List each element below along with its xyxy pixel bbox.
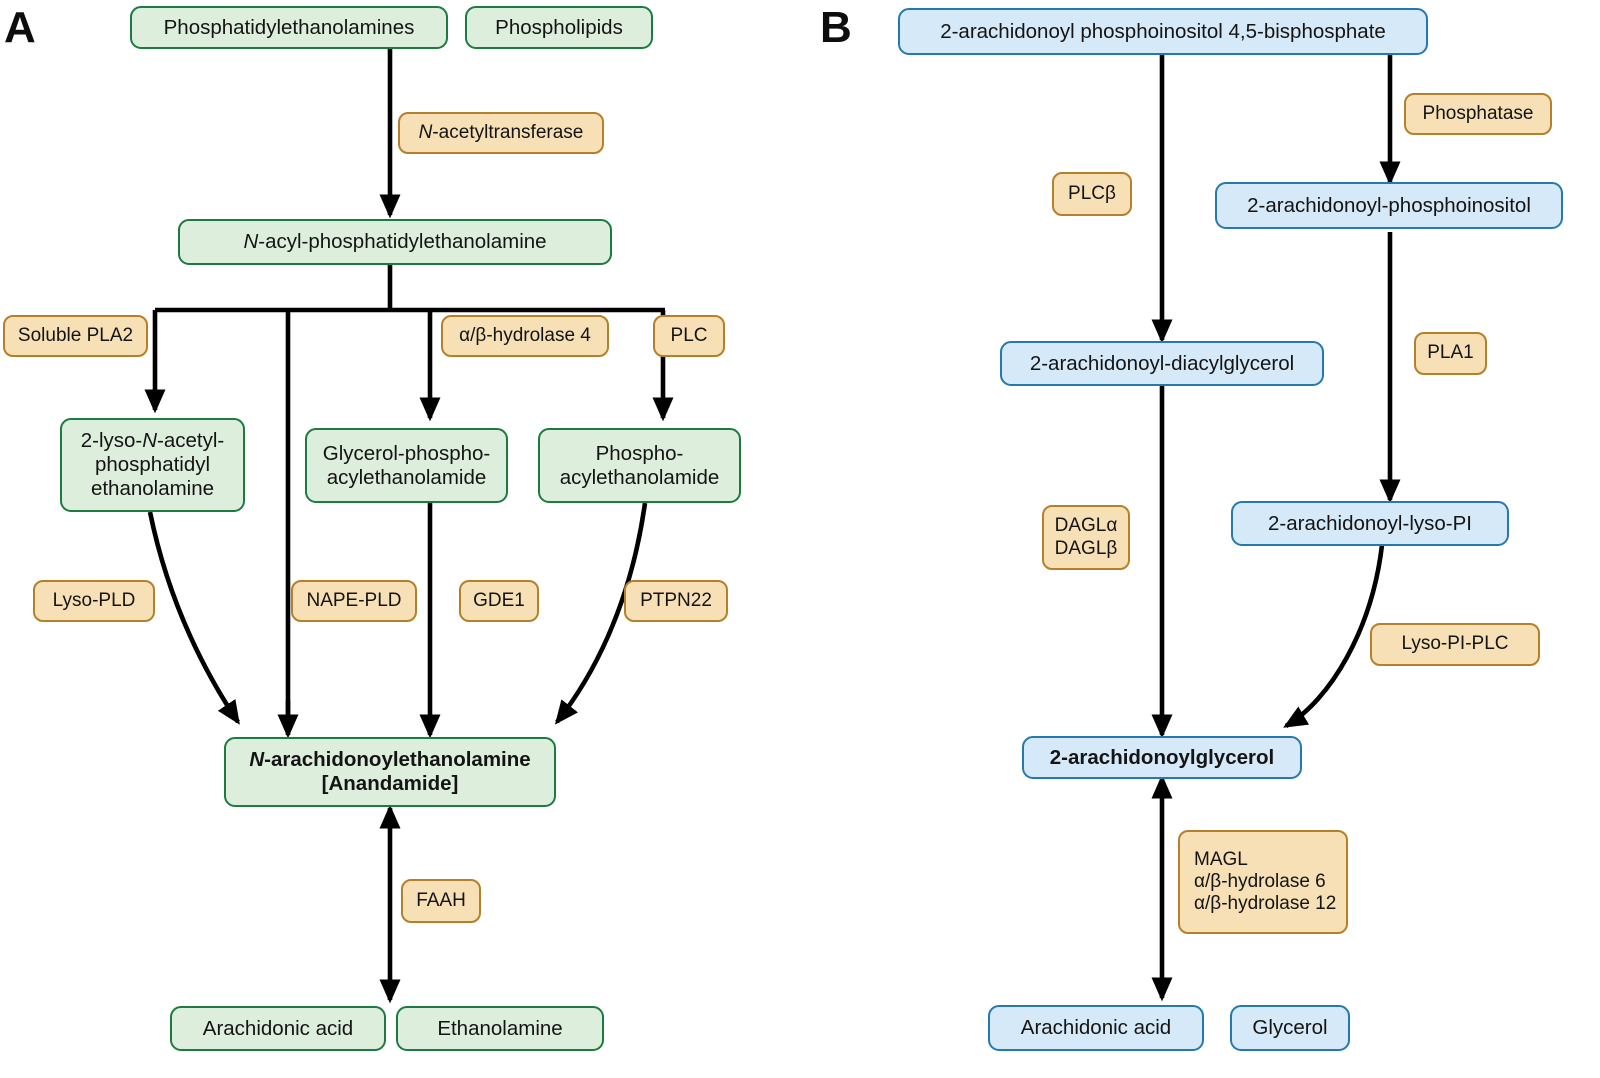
node-label: Arachidonic acid — [1020, 1016, 1172, 1039]
node-glycerol[interactable]: Glycerol — [1230, 1005, 1350, 1051]
enzyme-lyso-pi-plc[interactable]: Lyso-PI-PLC — [1370, 623, 1540, 666]
enzyme-plc[interactable]: PLC — [653, 315, 725, 357]
enzyme-label: Lyso-PI-PLC — [1401, 633, 1509, 655]
node-label: 2-arachidonoyl phosphoinositol 4,5-bisph… — [940, 19, 1386, 43]
enzyme-pla1[interactable]: PLA1 — [1414, 332, 1487, 375]
node-phosphatidylethanolamines[interactable]: Phosphatidylethanolamines — [130, 6, 448, 49]
enzyme-label-line2: α/β-hydrolase 6 — [1194, 870, 1326, 892]
node-label-line1: -arachidonoylethanolamine — [264, 748, 531, 772]
node-label: 2-arachidonoyl-phosphoinositol — [1247, 193, 1531, 217]
node-phospholipids[interactable]: Phospholipids — [465, 6, 653, 49]
node-arachidonic-acid-b[interactable]: Arachidonic acid — [988, 1005, 1204, 1051]
node-glycerol-phospho-acylethanolamide[interactable]: Glycerol-phospho- acylethanolamide — [305, 428, 508, 503]
node-label: Arachidonic acid — [202, 1016, 354, 1040]
node-label-italic: N — [249, 748, 265, 772]
enzyme-lyso-pld[interactable]: Lyso-PLD — [33, 580, 155, 622]
node-label-post: -acetyl- — [157, 429, 225, 453]
enzyme-label-line3: α/β-hydrolase 12 — [1194, 893, 1337, 915]
node-label: Glycerol — [1252, 1016, 1328, 1039]
node-arachidonic-acid-a[interactable]: Arachidonic acid — [170, 1006, 386, 1051]
node-label: 2-arachidonoyl-lyso-PI — [1268, 511, 1472, 535]
node-label: 2-arachidonoylglycerol — [1049, 745, 1275, 769]
panel-a-letter: A — [4, 3, 36, 52]
node-label-line2: [Anandamide] — [321, 772, 459, 795]
arrow-lysonape-to-anandamide — [147, 511, 240, 725]
enzyme-label: Phosphatase — [1422, 102, 1534, 124]
enzyme-label-line1: MAGL — [1194, 848, 1248, 870]
enzyme-label: FAAH — [416, 889, 466, 911]
node-label-line1: Phospho- — [595, 441, 684, 465]
enzyme-n-acetyltransferase[interactable]: N-acetyltransferase — [398, 112, 604, 154]
enzyme-label-line2: DAGLβ — [1054, 537, 1118, 559]
node-label-line1: Glycerol-phospho- — [322, 441, 491, 465]
node-label-line2: phosphatidyl — [94, 453, 211, 476]
enzyme-nape-pld[interactable]: NAPE-PLD — [291, 580, 417, 622]
enzyme-gde1[interactable]: GDE1 — [459, 580, 539, 622]
enzyme-phosphatase[interactable]: Phosphatase — [1404, 93, 1552, 135]
enzyme-label: α/β-hydrolase 4 — [459, 324, 591, 346]
node-label: Ethanolamine — [437, 1016, 563, 1040]
enzyme-label: GDE1 — [473, 589, 525, 611]
node-label-line2: acylethanolamide — [326, 465, 487, 489]
node-phospho-acylethanolamide[interactable]: Phospho- acylethanolamide — [538, 428, 741, 503]
node-label-italic: N — [142, 429, 158, 453]
enzyme-label: PTPN22 — [640, 589, 712, 611]
enzyme-label: Soluble PLA2 — [17, 324, 134, 346]
enzyme-label-italic: N — [418, 121, 433, 143]
enzyme-plc-beta[interactable]: PLCβ — [1052, 172, 1132, 216]
node-label: 2-arachidonoyl-diacylglycerol — [1029, 351, 1295, 375]
enzyme-label: -acetyltransferase — [432, 121, 584, 143]
arrow-lysopi-to-2ag — [1283, 544, 1385, 728]
enzyme-ptpn22[interactable]: PTPN22 — [624, 580, 728, 622]
node-n-acyl-phosphatidylethanolamine[interactable]: N-acyl-phosphatidylethanolamine — [178, 219, 612, 265]
node-label-line2: acylethanolamide — [559, 465, 720, 489]
enzyme-label: PLCβ — [1068, 182, 1116, 204]
enzyme-label-line1: DAGLα — [1054, 515, 1118, 537]
node-2-arachidonoyl-pip2[interactable]: 2-arachidonoyl phosphoinositol 4,5-bisph… — [898, 8, 1428, 55]
node-2-lyso-n-acetyl-phosphatidylethanolamine[interactable]: 2-lyso-N-acetyl- phosphatidyl ethanolami… — [60, 418, 245, 512]
node-n-arachidonoylethanolamine-anandamide[interactable]: N-arachidonoylethanolamine [Anandamide] — [224, 737, 556, 807]
node-label: Phospholipids — [495, 15, 623, 39]
panel-b-letter: B — [820, 3, 852, 52]
node-2-arachidonoyl-lyso-pi[interactable]: 2-arachidonoyl-lyso-PI — [1231, 501, 1509, 546]
enzyme-magl[interactable]: MAGL α/β-hydrolase 6 α/β-hydrolase 12 — [1178, 830, 1348, 934]
node-2-arachidonoyl-diacylglycerol[interactable]: 2-arachidonoyl-diacylglycerol — [1000, 341, 1324, 386]
enzyme-soluble-pla2[interactable]: Soluble PLA2 — [3, 315, 148, 357]
node-label-line3: ethanolamine — [90, 476, 215, 500]
node-2-arachidonoyl-phosphoinositol[interactable]: 2-arachidonoyl-phosphoinositol — [1215, 182, 1563, 229]
enzyme-label: Lyso-PLD — [52, 589, 136, 611]
enzyme-faah[interactable]: FAAH — [401, 879, 481, 923]
node-ethanolamine[interactable]: Ethanolamine — [396, 1006, 604, 1051]
node-label-pre: 2-lyso- — [80, 429, 143, 453]
enzyme-label: PLA1 — [1427, 342, 1474, 364]
enzyme-dagl[interactable]: DAGLα DAGLβ — [1042, 505, 1130, 570]
enzyme-label: NAPE-PLD — [306, 589, 402, 611]
node-label: -acyl-phosphatidylethanolamine — [258, 230, 547, 253]
node-label: Phosphatidylethanolamines — [163, 15, 415, 39]
enzyme-ab-hydrolase-4[interactable]: α/β-hydrolase 4 — [441, 315, 609, 357]
node-2-arachidonoylglycerol[interactable]: 2-arachidonoylglycerol — [1022, 736, 1302, 779]
node-label-italic: N — [243, 230, 259, 253]
enzyme-label: PLC — [670, 324, 708, 346]
